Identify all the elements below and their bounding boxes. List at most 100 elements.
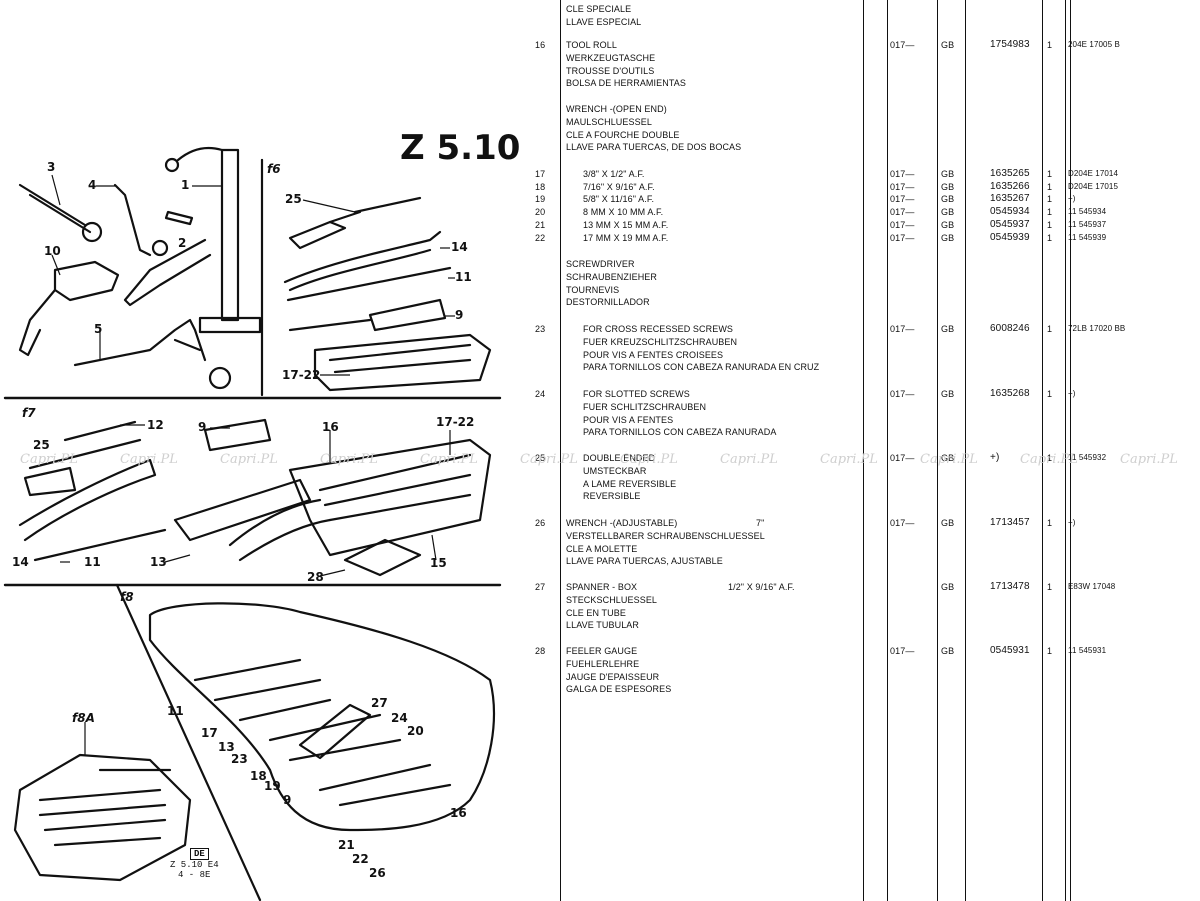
market-code: GB (941, 169, 955, 179)
reference-number: E83W 17048 (1068, 582, 1116, 591)
callout: 5 (94, 322, 103, 336)
callout: 18 (250, 769, 267, 783)
watermark-text: Capri.PL (1020, 452, 1078, 467)
callout: 9 (455, 308, 464, 322)
reference-number: +) (1068, 194, 1076, 203)
market-code: GB (941, 324, 955, 334)
quantity: 1 (1047, 453, 1053, 463)
watermark-text: Capri.PL (620, 452, 678, 467)
part-number: 0545934 (990, 206, 1030, 217)
description-line: TOOL ROLL (566, 40, 617, 50)
panel-label-f8: f8 (120, 590, 134, 604)
description-line: A LAME REVERSIBLE (583, 478, 677, 489)
from-code: 017— (890, 220, 915, 230)
callout: 21 (338, 838, 355, 852)
market-code: GB (941, 453, 955, 463)
stamp-box: DE (190, 848, 209, 860)
quantity: 1 (1047, 646, 1053, 656)
description-line: WRENCH -(OPEN END) (566, 104, 667, 114)
watermark-text: Capri.PL (120, 452, 178, 467)
callout: 19 (264, 779, 281, 793)
quantity: 1 (1047, 389, 1053, 399)
from-code: 017— (890, 389, 915, 399)
reference-number: 72LB 17020 BB (1068, 324, 1126, 333)
reference-number: +) (1068, 389, 1076, 398)
part-number: 1635265 (990, 168, 1030, 179)
figure-title: Z 5.10 (400, 128, 521, 168)
description-line: POUR VIS A FENTES CROISEES (583, 349, 724, 360)
callout: 16 (450, 806, 467, 820)
callout: 26 (369, 866, 386, 880)
from-code: 017— (890, 453, 915, 463)
reference-number: 11 545932 (1068, 453, 1107, 462)
description-line: TROUSSE D'OUTILS (566, 65, 655, 76)
from-code: 017— (890, 518, 915, 528)
market-code: GB (941, 646, 955, 656)
tool-kit-drawing (3, 146, 502, 901)
callout: 17 (201, 726, 218, 740)
description-line: 13 MM X 15 MM A.F. (583, 220, 669, 230)
description-line: 5/8" X 11/16" A.F. (583, 194, 655, 204)
description-line: LLAVE TUBULAR (566, 620, 639, 631)
item-number: 27 (535, 582, 546, 592)
reference-number: +) (1068, 518, 1076, 527)
part-number: 1713478 (990, 581, 1030, 592)
description-line: PARA TORNILLOS CON CABEZA RANURADA (583, 427, 777, 438)
description-line: BOLSA DE HERRAMIENTAS (566, 78, 686, 89)
watermark-text: Capri.PL (1120, 452, 1178, 467)
market-code: GB (941, 220, 955, 230)
stamp-line-1: Z 5.10 E4 (170, 860, 219, 870)
description-line: JAUGE D'EPAISSEUR (566, 671, 660, 682)
reference-number: 11 545934 (1068, 207, 1107, 216)
quantity: 1 (1047, 220, 1053, 230)
description-line: UMSTECKBAR (583, 465, 647, 476)
description-line: CLE EN TUBE (566, 607, 626, 618)
panel-label-f7: f7 (22, 406, 36, 420)
market-code: GB (941, 194, 955, 204)
quantity: 1 (1047, 582, 1053, 592)
part-number: 0545939 (990, 232, 1030, 243)
size-spec: 1/2" X 9/16" A.F. (728, 582, 795, 592)
description-line: 8 MM X 10 MM A.F. (583, 207, 664, 217)
callout: 13 (218, 740, 235, 754)
part-number: 6008246 (990, 323, 1030, 334)
description-line: FUEHLERLEHRE (566, 658, 640, 669)
part-number: 1635266 (990, 181, 1030, 192)
market-code: GB (941, 518, 955, 528)
callout: 3 (47, 160, 56, 174)
reference-number: 11 545931 (1068, 646, 1107, 655)
reference-number: D204E 17014 (1068, 169, 1119, 178)
watermark-text: Capri.PL (20, 452, 78, 467)
part-number: +) (990, 452, 1000, 463)
item-number: 22 (535, 233, 546, 243)
callout: 25 (285, 192, 302, 206)
market-code: GB (941, 389, 955, 399)
watermark-text: Capri.PL (320, 452, 378, 467)
description-line: STECKSCHLUESSEL (566, 594, 658, 605)
reference-number: 11 545939 (1068, 233, 1107, 242)
market-code: GB (941, 233, 955, 243)
description-line: PARA TORNILLOS CON CABEZA RANURADA EN CR… (583, 362, 820, 373)
description-line: REVERSIBLE (583, 491, 641, 502)
item-number: 20 (535, 207, 546, 217)
part-number: 0545931 (990, 645, 1030, 656)
illustration-area: Z 5.10 f6 f7 f8 f8A 3 4 1 2 10 5 25 14 1… (0, 0, 530, 901)
callout: 20 (407, 724, 424, 738)
callout: 24 (391, 711, 408, 725)
description-line: SCHRAUBENZIEHER (566, 271, 658, 282)
from-code: 017— (890, 182, 915, 192)
quantity: 1 (1047, 324, 1053, 334)
description-line: GALGA DE ESPESORES (566, 684, 672, 695)
from-code: 017— (890, 646, 915, 656)
callout: 1 (181, 178, 190, 192)
description-line: CLE A FOURCHE DOUBLE (566, 129, 680, 140)
description-line: 17 MM X 19 MM A.F. (583, 233, 669, 243)
item-number: 23 (535, 324, 546, 334)
callout: 22 (352, 852, 369, 866)
watermark-text: Capri.PL (720, 452, 778, 467)
watermark-text: Capri.PL (820, 452, 878, 467)
description-line: POUR VIS A FENTES (583, 414, 674, 425)
description-line: 7/16" X 9/16" A.F. (583, 182, 655, 192)
callout: 23 (231, 752, 248, 766)
description-line: DESTORNILLADOR (566, 297, 650, 308)
